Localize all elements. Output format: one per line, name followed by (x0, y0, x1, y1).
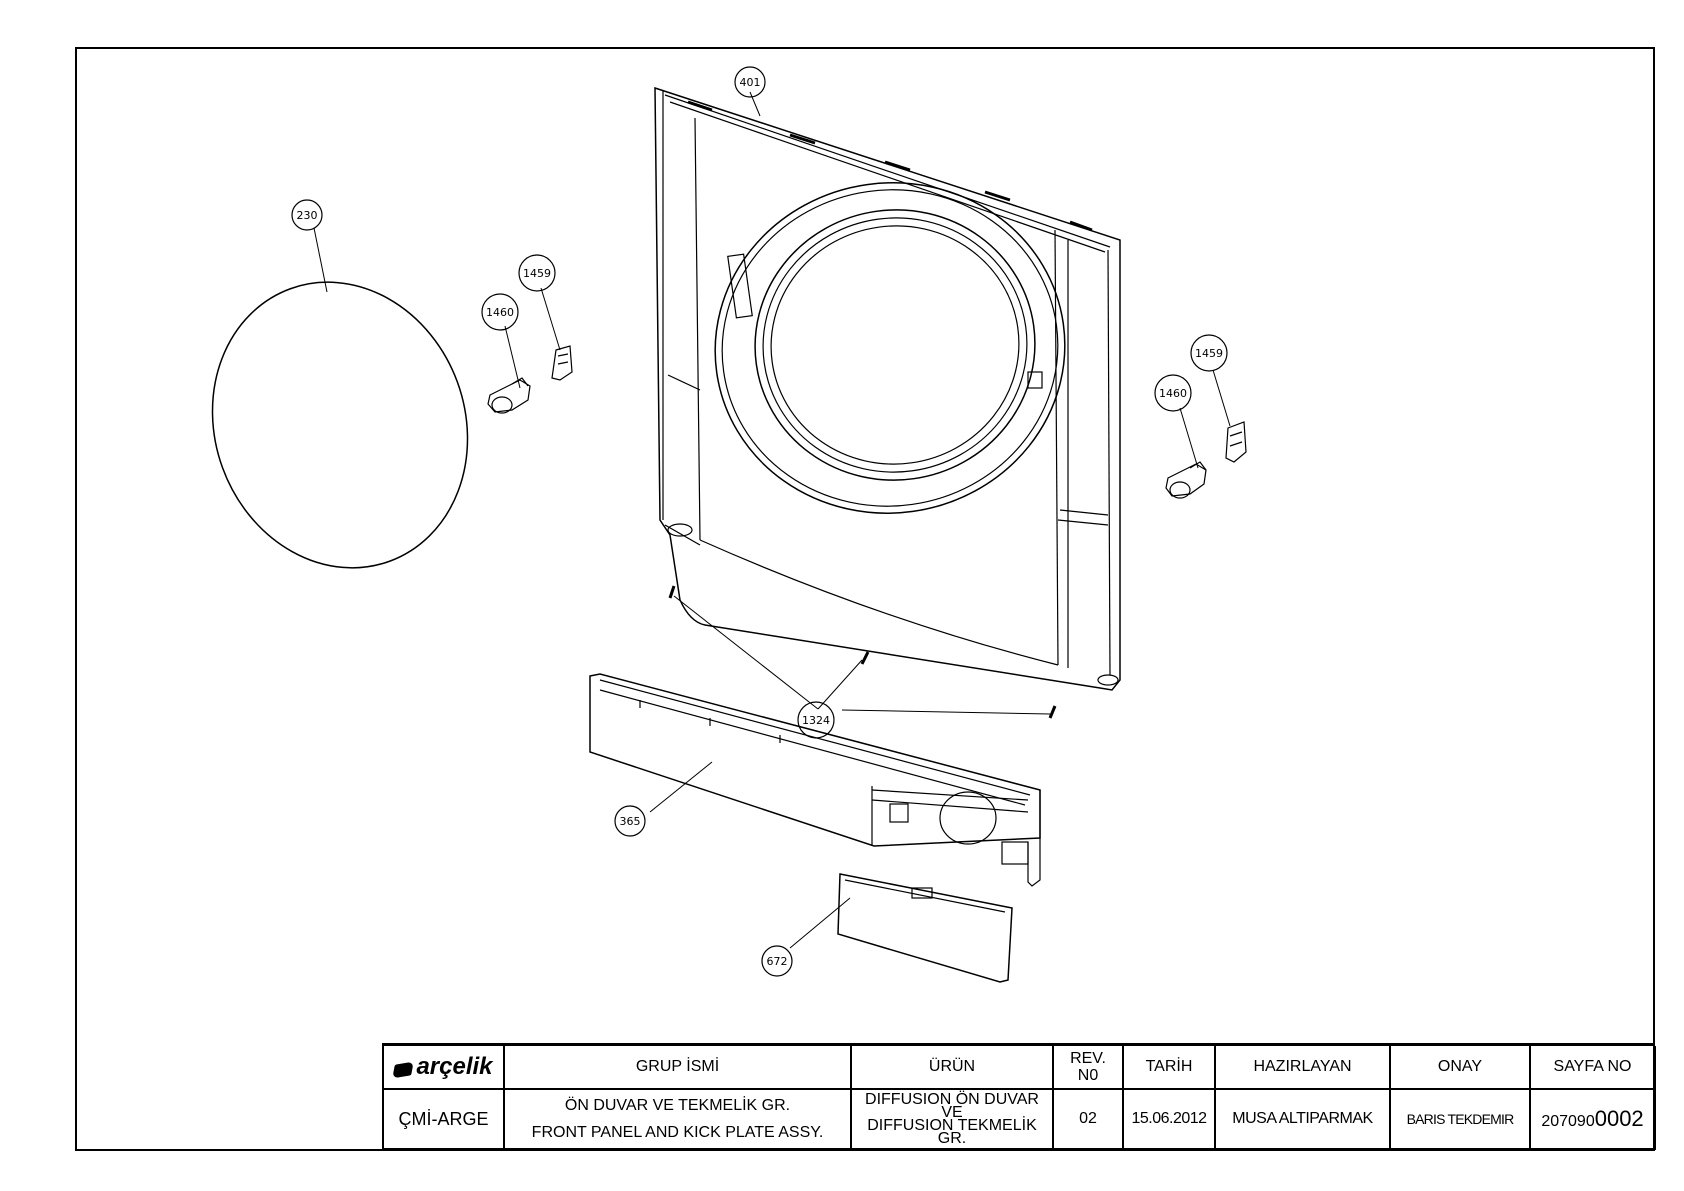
callout-1324-label: 1324 (802, 714, 830, 727)
part-1459-hinge-right (1225, 421, 1247, 463)
product-cell: DIFFUSION ÖN DUVAR VE DIFFUSION TEKMELİK… (851, 1089, 1054, 1150)
callout-365-label: 365 (620, 815, 641, 828)
callout-1460-left-label: 1460 (486, 306, 514, 319)
arcelik-logo-icon (392, 1061, 415, 1079)
callout-1459-left-label: 1459 (523, 267, 551, 280)
leader-lines (313, 91, 1231, 949)
date: 15.06.2012 (1123, 1089, 1216, 1150)
rev-no: 02 (1053, 1089, 1124, 1150)
callout-672-label: 672 (767, 955, 788, 968)
header-rev-no: REV. N0 (1053, 1046, 1124, 1090)
callout-230-label: 230 (297, 209, 318, 222)
part-401-front-panel (654, 86, 1121, 691)
header-approval: ONAY (1390, 1046, 1531, 1090)
part-1460-hinge-left (487, 377, 531, 414)
product-line2: VE (941, 1104, 963, 1121)
part-672-drawer-cover (837, 873, 1013, 983)
logo-cell: arçelik (384, 1046, 505, 1090)
header-date: TARİH (1123, 1046, 1216, 1090)
callout-1460-left: 1460 (481, 293, 519, 331)
part-365-kick-plate (589, 673, 1041, 887)
callout-401-label: 401 (740, 76, 761, 89)
callout-1459-left: 1459 (518, 254, 556, 292)
page-no: 2070900002 (1530, 1089, 1656, 1150)
header-product: ÜRÜN (851, 1046, 1054, 1090)
callout-1324: 1324 (797, 701, 835, 739)
product-line3: DIFFUSION TEKMELİK GR. (867, 1117, 1037, 1147)
header-group-name: GRUP İSMİ (504, 1046, 852, 1090)
product-line1: DIFFUSION ÖN DUVAR (865, 1091, 1039, 1108)
callout-230: 230 (291, 199, 323, 231)
callout-1459-right: 1459 (1190, 334, 1228, 372)
callout-401: 401 (734, 66, 766, 98)
approval: BARIS TEKDEMIR (1390, 1089, 1531, 1150)
page-no-suffix: 0002 (1594, 1106, 1644, 1131)
header-rev-no-line1: REV. (1070, 1050, 1106, 1067)
callout-365: 365 (614, 805, 646, 837)
page-no-prefix: 207090 (1541, 1113, 1595, 1130)
callout-1460-right: 1460 (1154, 374, 1192, 412)
part-1459-hinge-left (551, 345, 573, 381)
header-rev-no-line2: N0 (1077, 1067, 1099, 1084)
group-name-en: FRONT PANEL AND KICK PLATE ASSY. (531, 1124, 824, 1141)
callout-1459-right-label: 1459 (1195, 347, 1223, 360)
callout-672: 672 (761, 945, 793, 977)
prepared-by: MUSA ALTIPARMAK (1215, 1089, 1391, 1150)
group-name-cell: ÖN DUVAR VE TEKMELİK GR. FRONT PANEL AND… (504, 1089, 852, 1150)
department: ÇMİ-ARGE (384, 1089, 505, 1150)
drawing-frame (75, 47, 1655, 1151)
header-prepared-by: HAZIRLAYAN (1215, 1046, 1391, 1090)
header-page-no: SAYFA NO (1530, 1046, 1656, 1090)
group-name-tr: ÖN DUVAR VE TEKMELİK GR. (564, 1097, 791, 1114)
part-1460-hinge-right (1165, 461, 1207, 499)
part-1324-screws (668, 585, 1057, 719)
callout-1460-right-label: 1460 (1159, 387, 1187, 400)
title-block: arçelik GRUP İSMİ ÜRÜN REV. N0 TARİH HAZ… (382, 1043, 1656, 1150)
arcelik-logo-text: arçelik (416, 1053, 493, 1080)
part-230-door-glass (211, 281, 469, 569)
